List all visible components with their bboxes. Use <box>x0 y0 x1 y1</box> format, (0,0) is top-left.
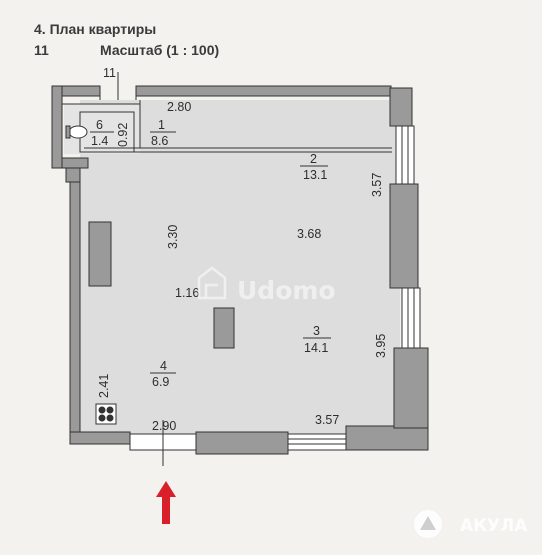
dim-bath-width: 0.92 <box>116 123 130 147</box>
walls <box>51 85 429 455</box>
dim-bottom-left: 2.90 <box>152 419 176 433</box>
column-block <box>213 307 235 349</box>
udomo-watermark: Udomo <box>197 266 336 305</box>
room-4-area: 6.9 <box>152 375 169 389</box>
dim-right-lower: 3.95 <box>374 334 388 358</box>
stove-icon <box>95 403 117 425</box>
room-2-number: 2 <box>310 152 317 166</box>
room-6-number: 6 <box>96 118 103 132</box>
plan-title: 4. План квартиры <box>34 21 157 37</box>
dim-top: 2.80 <box>167 100 191 114</box>
toilet-icon <box>65 125 88 139</box>
plan-scale: Масштаб (1 : 100) <box>100 42 220 58</box>
dimension-labels: 2.80 0.92 3.57 3.30 3.68 1.16 3.95 2.41 … <box>97 100 388 433</box>
room-1-number: 1 <box>158 118 165 132</box>
entrance-door <box>129 420 197 466</box>
room-floor <box>80 100 400 435</box>
dim-center: 3.68 <box>297 227 321 241</box>
corridor-number: 11 <box>103 66 116 80</box>
room-6-area: 1.4 <box>91 134 108 148</box>
counter-block <box>88 221 112 287</box>
akula-watermark: АКУЛА <box>414 510 528 538</box>
room-2-area: 13.1 <box>303 168 327 182</box>
room-4-number: 4 <box>160 359 167 373</box>
room-3-area: 14.1 <box>304 341 328 355</box>
dim-inner: 1.16 <box>175 286 199 300</box>
interior-lines <box>62 72 392 153</box>
dim-bottom-right: 3.57 <box>315 413 339 427</box>
udomo-text: Udomo <box>237 276 336 305</box>
apartment-number: 11 <box>34 42 49 58</box>
dim-right-upper: 3.57 <box>370 173 384 197</box>
room-1-area: 8.6 <box>151 134 168 148</box>
dim-left-main: 3.30 <box>166 225 180 249</box>
windows <box>287 125 421 451</box>
akula-text: АКУЛА <box>460 516 528 536</box>
room-3-number: 3 <box>313 324 320 338</box>
room-labels: 11 6 1.4 1 8.6 2 13.1 3 14.1 4 6.9 <box>90 66 331 389</box>
dim-left-lower: 2.41 <box>97 374 111 398</box>
udomo-logo-icon <box>197 266 227 300</box>
entrance-arrow-icon <box>156 481 176 524</box>
